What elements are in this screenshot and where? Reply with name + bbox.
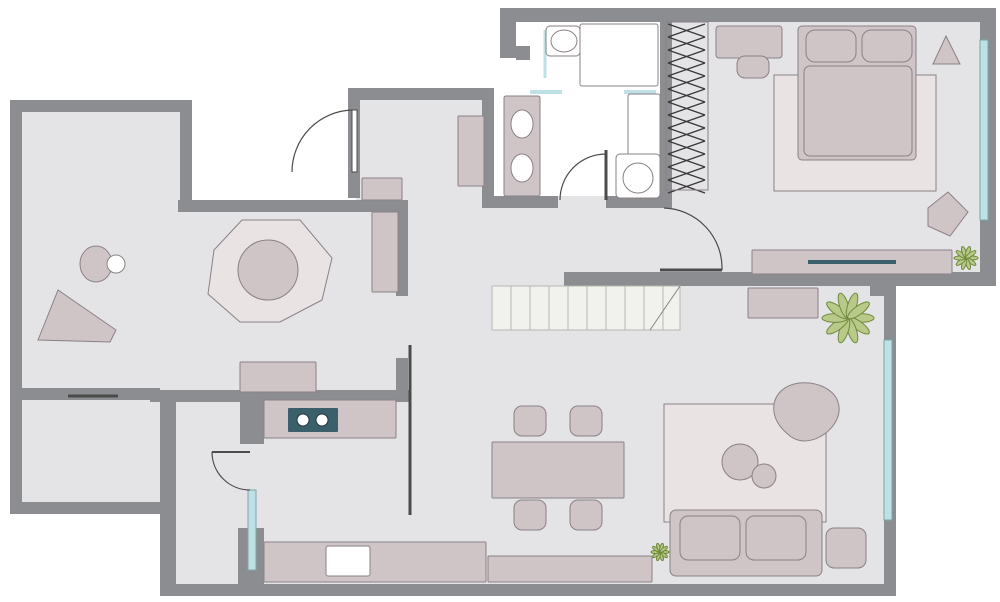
wall-segment-22 — [150, 390, 410, 402]
kitchen-sink — [325, 545, 371, 577]
hob-burner-2 — [315, 413, 329, 427]
window-1 — [883, 339, 893, 521]
plant-sofa — [650, 542, 670, 562]
low-cabinet — [487, 555, 653, 583]
plant-bedroom — [953, 246, 979, 270]
balcony-stool — [106, 254, 126, 274]
dining-table — [491, 441, 625, 499]
octagon-table — [237, 239, 299, 301]
tv — [808, 260, 896, 264]
wall-segment-2 — [10, 502, 174, 514]
wall-segment-3 — [180, 100, 192, 212]
wall-segment-23 — [396, 358, 408, 402]
dining-chair-3 — [569, 499, 603, 531]
wall-segment-9 — [348, 88, 488, 100]
sofa-cushion-right — [745, 515, 807, 561]
wall-segment-13 — [606, 196, 670, 208]
wall-segment-7 — [178, 200, 408, 212]
plant-living — [821, 292, 875, 344]
closet-hatch-b-8 — [667, 127, 706, 142]
closet-hatch-b-1 — [667, 36, 706, 51]
bedroom-door-swing — [663, 207, 723, 271]
hall-console — [457, 115, 485, 187]
hall-bench — [361, 177, 403, 201]
wall-segment-16 — [516, 46, 530, 60]
bed-duvet — [803, 65, 913, 157]
living-console — [747, 287, 819, 319]
sofa-cushion-left — [679, 515, 741, 561]
storage-door-swing — [211, 451, 251, 491]
wall-segment-4 — [160, 392, 176, 596]
dining-chair-1 — [569, 405, 603, 437]
bedside-table — [932, 34, 961, 65]
entry-door-leaf — [351, 109, 358, 173]
walls — [10, 8, 996, 596]
wc-bowl — [622, 162, 654, 194]
closet-hatch-b-11 — [667, 166, 706, 181]
bathroom-wc-bowl — [550, 29, 578, 53]
pillow-left — [805, 29, 857, 63]
plant-bedroom-leaf — [965, 250, 977, 259]
window-2 — [247, 489, 257, 571]
closet-hatch-b-0 — [667, 23, 706, 38]
hall-sofa-back — [371, 211, 399, 293]
armchair — [773, 382, 840, 442]
basin-2 — [510, 153, 534, 183]
stairs — [491, 285, 681, 331]
wall-segment-1 — [10, 100, 22, 514]
balcony-lounger — [37, 289, 117, 343]
toilet-cabinet — [627, 93, 661, 157]
furniture-layer — [37, 21, 969, 583]
side-table — [751, 463, 777, 489]
toilet-door-swing — [559, 153, 607, 201]
coffee-table — [721, 443, 759, 481]
closet-hatch-b-10 — [667, 153, 706, 168]
closet-hatch-b-4 — [667, 75, 706, 90]
pillow-right — [861, 29, 913, 63]
closet-hatch-b-6 — [667, 101, 706, 116]
basin-1 — [510, 109, 534, 139]
closet-hatch-b-2 — [667, 49, 706, 64]
floor-balcony-inner — [24, 112, 180, 496]
doors — [68, 30, 723, 515]
desk — [715, 25, 783, 59]
bedroom-armchair — [927, 191, 969, 237]
window-0 — [979, 39, 989, 221]
hob — [288, 408, 338, 432]
closet-hatch-b-12 — [667, 179, 706, 194]
closet-hatch-b-7 — [667, 114, 706, 129]
dining-chair-2 — [513, 499, 547, 531]
closet-hatch-b-9 — [667, 140, 706, 155]
wall-segment-14 — [500, 8, 996, 22]
plant-sofa-leaf — [659, 545, 668, 553]
side-stool — [825, 527, 867, 569]
windows — [247, 39, 989, 571]
desk-chair — [736, 55, 770, 79]
plants-layer — [650, 246, 979, 562]
wall-segment-8 — [396, 200, 408, 296]
wall-segment-21 — [20, 388, 160, 400]
hob-burner-1 — [296, 413, 310, 427]
wall-segment-5 — [160, 584, 890, 596]
closet-hatch-b-5 — [667, 88, 706, 103]
kitchen-base-counter — [263, 541, 487, 583]
closet — [665, 21, 709, 191]
dining-chair-0 — [513, 405, 547, 437]
kitchen-wall-cabinet — [239, 361, 317, 393]
closet-hatch-b-3 — [667, 62, 706, 77]
wall-segment-20 — [870, 276, 890, 296]
wall-segment-15 — [500, 8, 516, 58]
stair-cut — [649, 285, 681, 331]
bathtub — [579, 23, 659, 87]
wall-segment-24 — [240, 398, 264, 444]
wall-segment-12 — [482, 196, 558, 208]
wall-segment-0 — [10, 100, 192, 112]
plant-living-leaf — [847, 301, 870, 320]
entry-door-swing — [291, 109, 353, 173]
wall-segment-11 — [482, 88, 494, 208]
